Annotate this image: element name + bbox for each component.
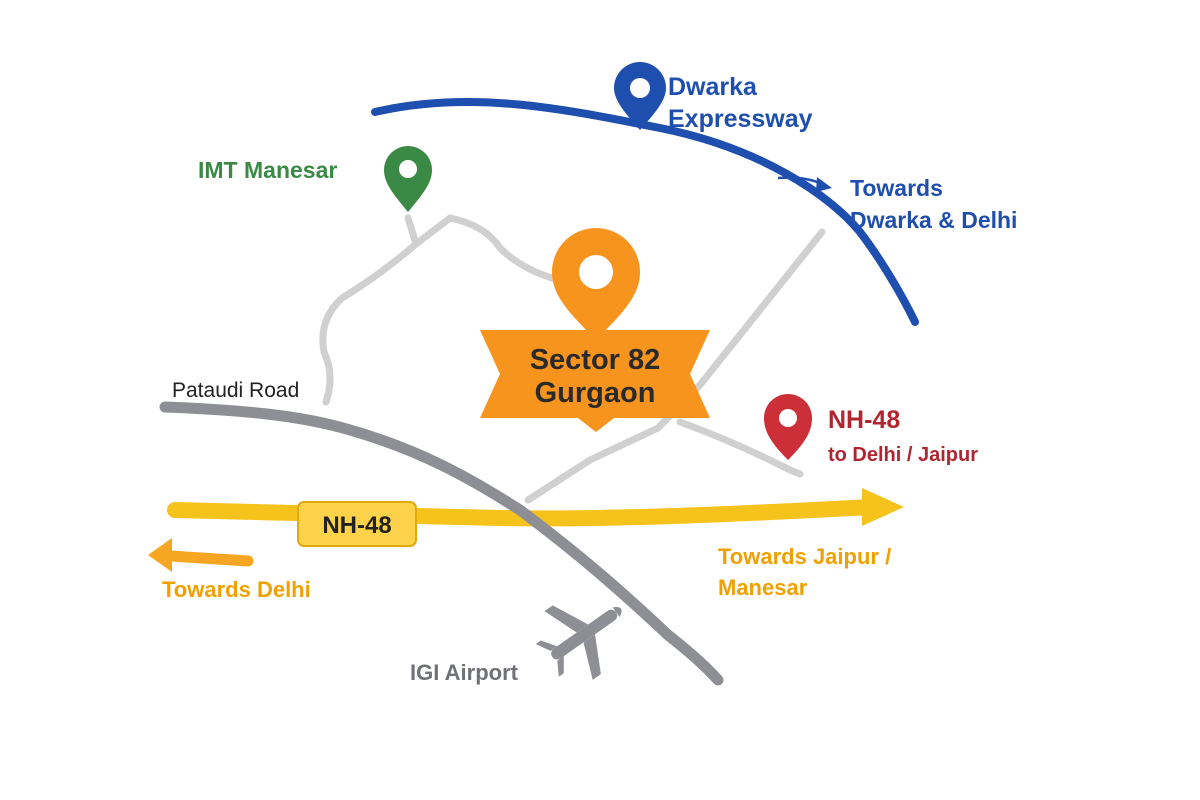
towards-jaipur-label-line2: Manesar — [718, 575, 808, 600]
local-road-diagonal-ne — [524, 228, 826, 504]
nh48-arrowhead-east — [862, 488, 904, 526]
sector-82-marker — [480, 228, 710, 432]
dwarka-label-line2: Expressway — [668, 105, 813, 133]
center-label-banner — [480, 330, 710, 432]
nh48-pin-label-line2: to Delhi / Jaipur — [828, 444, 978, 466]
towards-dwarka-label-line2: Dwarka & Delhi — [850, 207, 1017, 233]
towards-delhi-label: Towards Delhi — [162, 577, 311, 602]
igi-airport-label: IGI Airport — [410, 660, 519, 685]
local-roads — [319, 214, 826, 504]
towards-dwarka-arrow-icon — [777, 176, 832, 192]
local-road-manesar-east — [412, 214, 556, 282]
imt-manesar-label: IMT Manesar — [198, 157, 337, 183]
local-road-manesar-link — [319, 214, 420, 406]
imt-manesar-map-pin-icon — [384, 146, 432, 212]
towards-jaipur-label-line1: Towards Jaipur / — [718, 544, 891, 569]
towards-delhi-arrow-icon — [148, 538, 254, 572]
local-road-nh48-pin-link — [676, 418, 804, 478]
nh48-badge: NH-48 — [297, 501, 417, 547]
dwarka-map-pin-icon — [614, 62, 666, 130]
dwarka-label-line1: Dwarka — [668, 73, 758, 101]
airplane-icon — [535, 605, 622, 680]
nh48-badge-label: NH-48 — [322, 512, 391, 539]
pataudi-road-label: Pataudi Road — [172, 379, 299, 402]
nh48-map-pin-icon — [764, 394, 812, 460]
center-label-line1: Sector 82 — [530, 344, 661, 376]
nh48-pin-label-line1: NH-48 — [828, 406, 900, 434]
center-label-line2: Gurgaon — [535, 377, 656, 409]
dwarka-expressway-road — [371, 97, 919, 326]
towards-dwarka-label-line1: Towards — [850, 175, 943, 201]
pataudi-road — [159, 401, 724, 686]
